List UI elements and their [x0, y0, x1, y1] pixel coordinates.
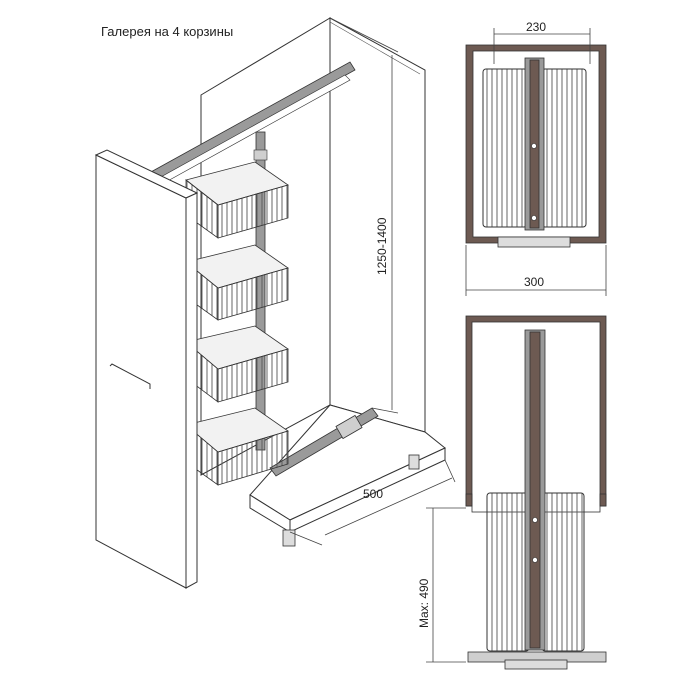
depth-dimension-label: 500	[363, 487, 383, 501]
cabinet-perspective: 1250-1400 500	[94, 17, 456, 589]
door-handle	[109, 363, 151, 389]
depth-dimension: 500	[289, 459, 456, 546]
basket-plan	[482, 68, 528, 228]
height-dimension-label: 1250-1400	[375, 217, 389, 275]
basket-plan	[541, 68, 587, 228]
top-width-label: 230	[526, 20, 546, 34]
cabinet-door	[95, 154, 187, 589]
basket-plan	[486, 492, 530, 652]
plan-view-closed: 230 300	[465, 20, 607, 296]
plan-view-extended: Max: 490	[417, 315, 607, 670]
basket-plan	[541, 492, 585, 652]
cabinet-leg	[282, 529, 296, 547]
cabinet-leg	[408, 454, 420, 470]
diagram-title: Галерея на 4 корзины	[101, 24, 234, 39]
max-extension-label: Max: 490	[417, 578, 431, 628]
cabinet-width-label: 300	[524, 275, 544, 289]
height-dimension: 1250-1400	[329, 17, 399, 414]
basket	[185, 407, 289, 486]
